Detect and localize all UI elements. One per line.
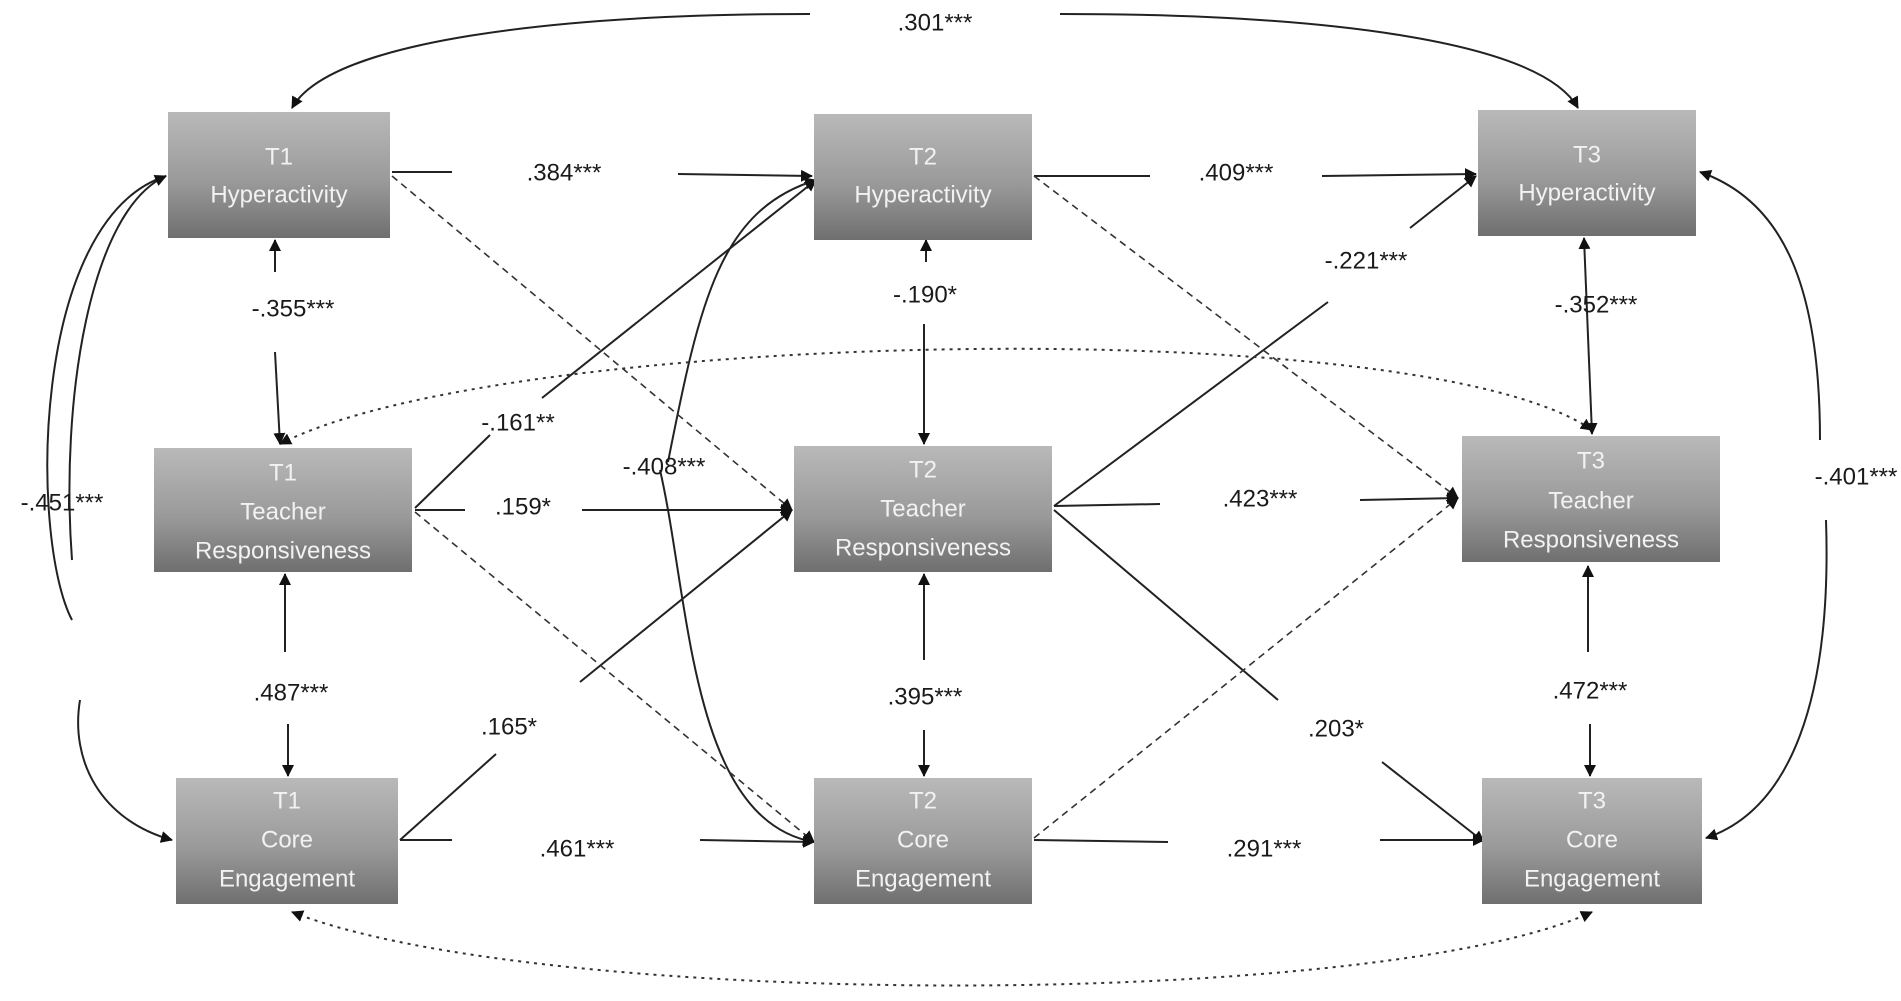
node-t1-core-line1: T1 — [273, 787, 301, 814]
coef-t1c-t2t: .165* — [481, 713, 537, 740]
node-t2-teacher-line1: T2 — [909, 456, 937, 483]
edge-t1h-t1t-bottom — [273, 351, 286, 445]
edge-t1c-t3c-dotted — [291, 910, 1593, 987]
edge-t1t-t3t-dotted — [279, 347, 1593, 445]
coef-t1t-t2h: -.161** — [481, 409, 554, 436]
coef-t2t-t3t: .423*** — [1223, 485, 1298, 512]
coef-t2t-t3c: .203* — [1308, 715, 1364, 742]
node-t2-teacher-line3: Responsiveness — [835, 534, 1011, 561]
edge-t1c-t2c — [400, 840, 814, 842]
node-t1-teacher-line2: Teacher — [240, 498, 325, 525]
edge-t2t-t3h — [1053, 176, 1476, 507]
edge-t1t-t2c-dashed — [414, 511, 815, 843]
edge-t1h-t2h — [392, 172, 812, 176]
coef-t2h-t2t: -.190* — [893, 281, 957, 308]
coef-t2c-t3c: .291*** — [1227, 835, 1302, 862]
edge-t2c-t3c — [1033, 840, 1484, 842]
coefficient-labels: .301*** .384*** .409*** -.355*** -.190* … — [21, 9, 1898, 862]
edge-t2c-t3t-dashed — [1033, 497, 1459, 839]
node-t2-core-line3: Engagement — [855, 865, 991, 892]
edges — [46, 13, 1828, 987]
node-t2-teacher-line2: Teacher — [880, 495, 965, 522]
edge-t2t-t3t — [1053, 498, 1458, 506]
edge-t1h-t1c — [46, 175, 172, 840]
edge-t3h-t3c-top — [1699, 169, 1821, 441]
node-t3-teacher-line3: Responsiveness — [1503, 526, 1679, 553]
node-t3-hyperactivity-line1: T3 — [1573, 141, 1601, 168]
node-t1-core-line2: Core — [261, 826, 313, 853]
edge-t1h-t3h-right — [1059, 13, 1579, 109]
edge-t1c-t2h — [667, 177, 817, 463]
edge-t1h-t3h — [291, 13, 811, 109]
edge-t1c-t2c-curve — [659, 469, 815, 846]
edge-t1t-t2h — [414, 180, 816, 509]
coef-t1c-t2c: .461*** — [540, 835, 615, 862]
edge-t1c-t2t — [399, 510, 792, 841]
node-t2-hyperactivity: T2 Hyperactivity — [814, 114, 1032, 240]
node-t1-hyperactivity-line2: Hyperactivity — [210, 181, 347, 208]
node-t3-teacher-responsiveness: T3 Teacher Responsiveness — [1462, 436, 1720, 562]
node-t3-teacher-line1: T3 — [1577, 447, 1605, 474]
coef-t1t-t2t: .159* — [495, 493, 551, 520]
node-t2-hyperactivity-line1: T2 — [909, 143, 937, 170]
node-t3-core-engagement: T3 Core Engagement — [1482, 778, 1702, 904]
edge-t2h-t3h — [1034, 174, 1476, 176]
node-t3-hyperactivity: T3 Hyperactivity — [1478, 110, 1696, 236]
coef-t1h-t3h: .301*** — [898, 9, 973, 36]
coef-t1c-t2h: -.408*** — [623, 453, 706, 480]
node-t3-core-line3: Engagement — [1524, 865, 1660, 892]
coef-t2t-t3h: -.221*** — [1325, 247, 1408, 274]
edge-t2t-t3c — [1053, 509, 1484, 842]
edge-t2h-t3t-dashed — [1033, 175, 1459, 499]
coef-t1h-t2h: .384*** — [527, 159, 602, 186]
edge-t3h-t3c-bottom — [1705, 519, 1828, 841]
node-t2-teacher-responsiveness: T2 Teacher Responsiveness — [794, 446, 1052, 572]
node-t3-core-line1: T3 — [1578, 787, 1606, 814]
edge-t1h-t2t-dashed — [391, 175, 793, 511]
edge-t3h-t3t — [1578, 237, 1598, 435]
node-t1-core-engagement: T1 Core Engagement — [176, 778, 398, 904]
node-t1-teacher-line1: T1 — [269, 459, 297, 486]
node-t1-teacher-responsiveness: T1 Teacher Responsiveness — [154, 448, 412, 572]
coef-t3t-t3c: .472*** — [1553, 677, 1628, 704]
node-t2-hyperactivity-line2: Hyperactivity — [854, 181, 991, 208]
coef-t2h-t3h: .409*** — [1199, 159, 1274, 186]
coef-t2t-t2c: .395*** — [888, 683, 963, 710]
coef-t1h-t1c: -.451*** — [21, 489, 104, 516]
coef-t1t-t1c: .487*** — [254, 679, 329, 706]
node-t3-hyperactivity-line2: Hyperactivity — [1518, 179, 1655, 206]
node-t2-core-line2: Core — [897, 826, 949, 853]
node-t2-core-line1: T2 — [909, 787, 937, 814]
node-t3-teacher-line2: Teacher — [1548, 487, 1633, 514]
node-t3-core-line2: Core — [1566, 826, 1618, 853]
coef-t3h-t3t: -.352*** — [1555, 291, 1638, 318]
edge-t1h-t1c-start — [68, 175, 167, 561]
coef-t1h-t1t: -.355*** — [252, 295, 335, 322]
node-t2-core-engagement: T2 Core Engagement — [814, 778, 1032, 904]
node-t1-hyperactivity-line1: T1 — [265, 143, 293, 170]
coef-t3h-t3c: -.401*** — [1815, 463, 1898, 490]
node-t1-hyperactivity: T1 Hyperactivity — [168, 112, 390, 238]
node-t1-core-line3: Engagement — [219, 865, 355, 892]
node-t1-teacher-line3: Responsiveness — [195, 537, 371, 564]
